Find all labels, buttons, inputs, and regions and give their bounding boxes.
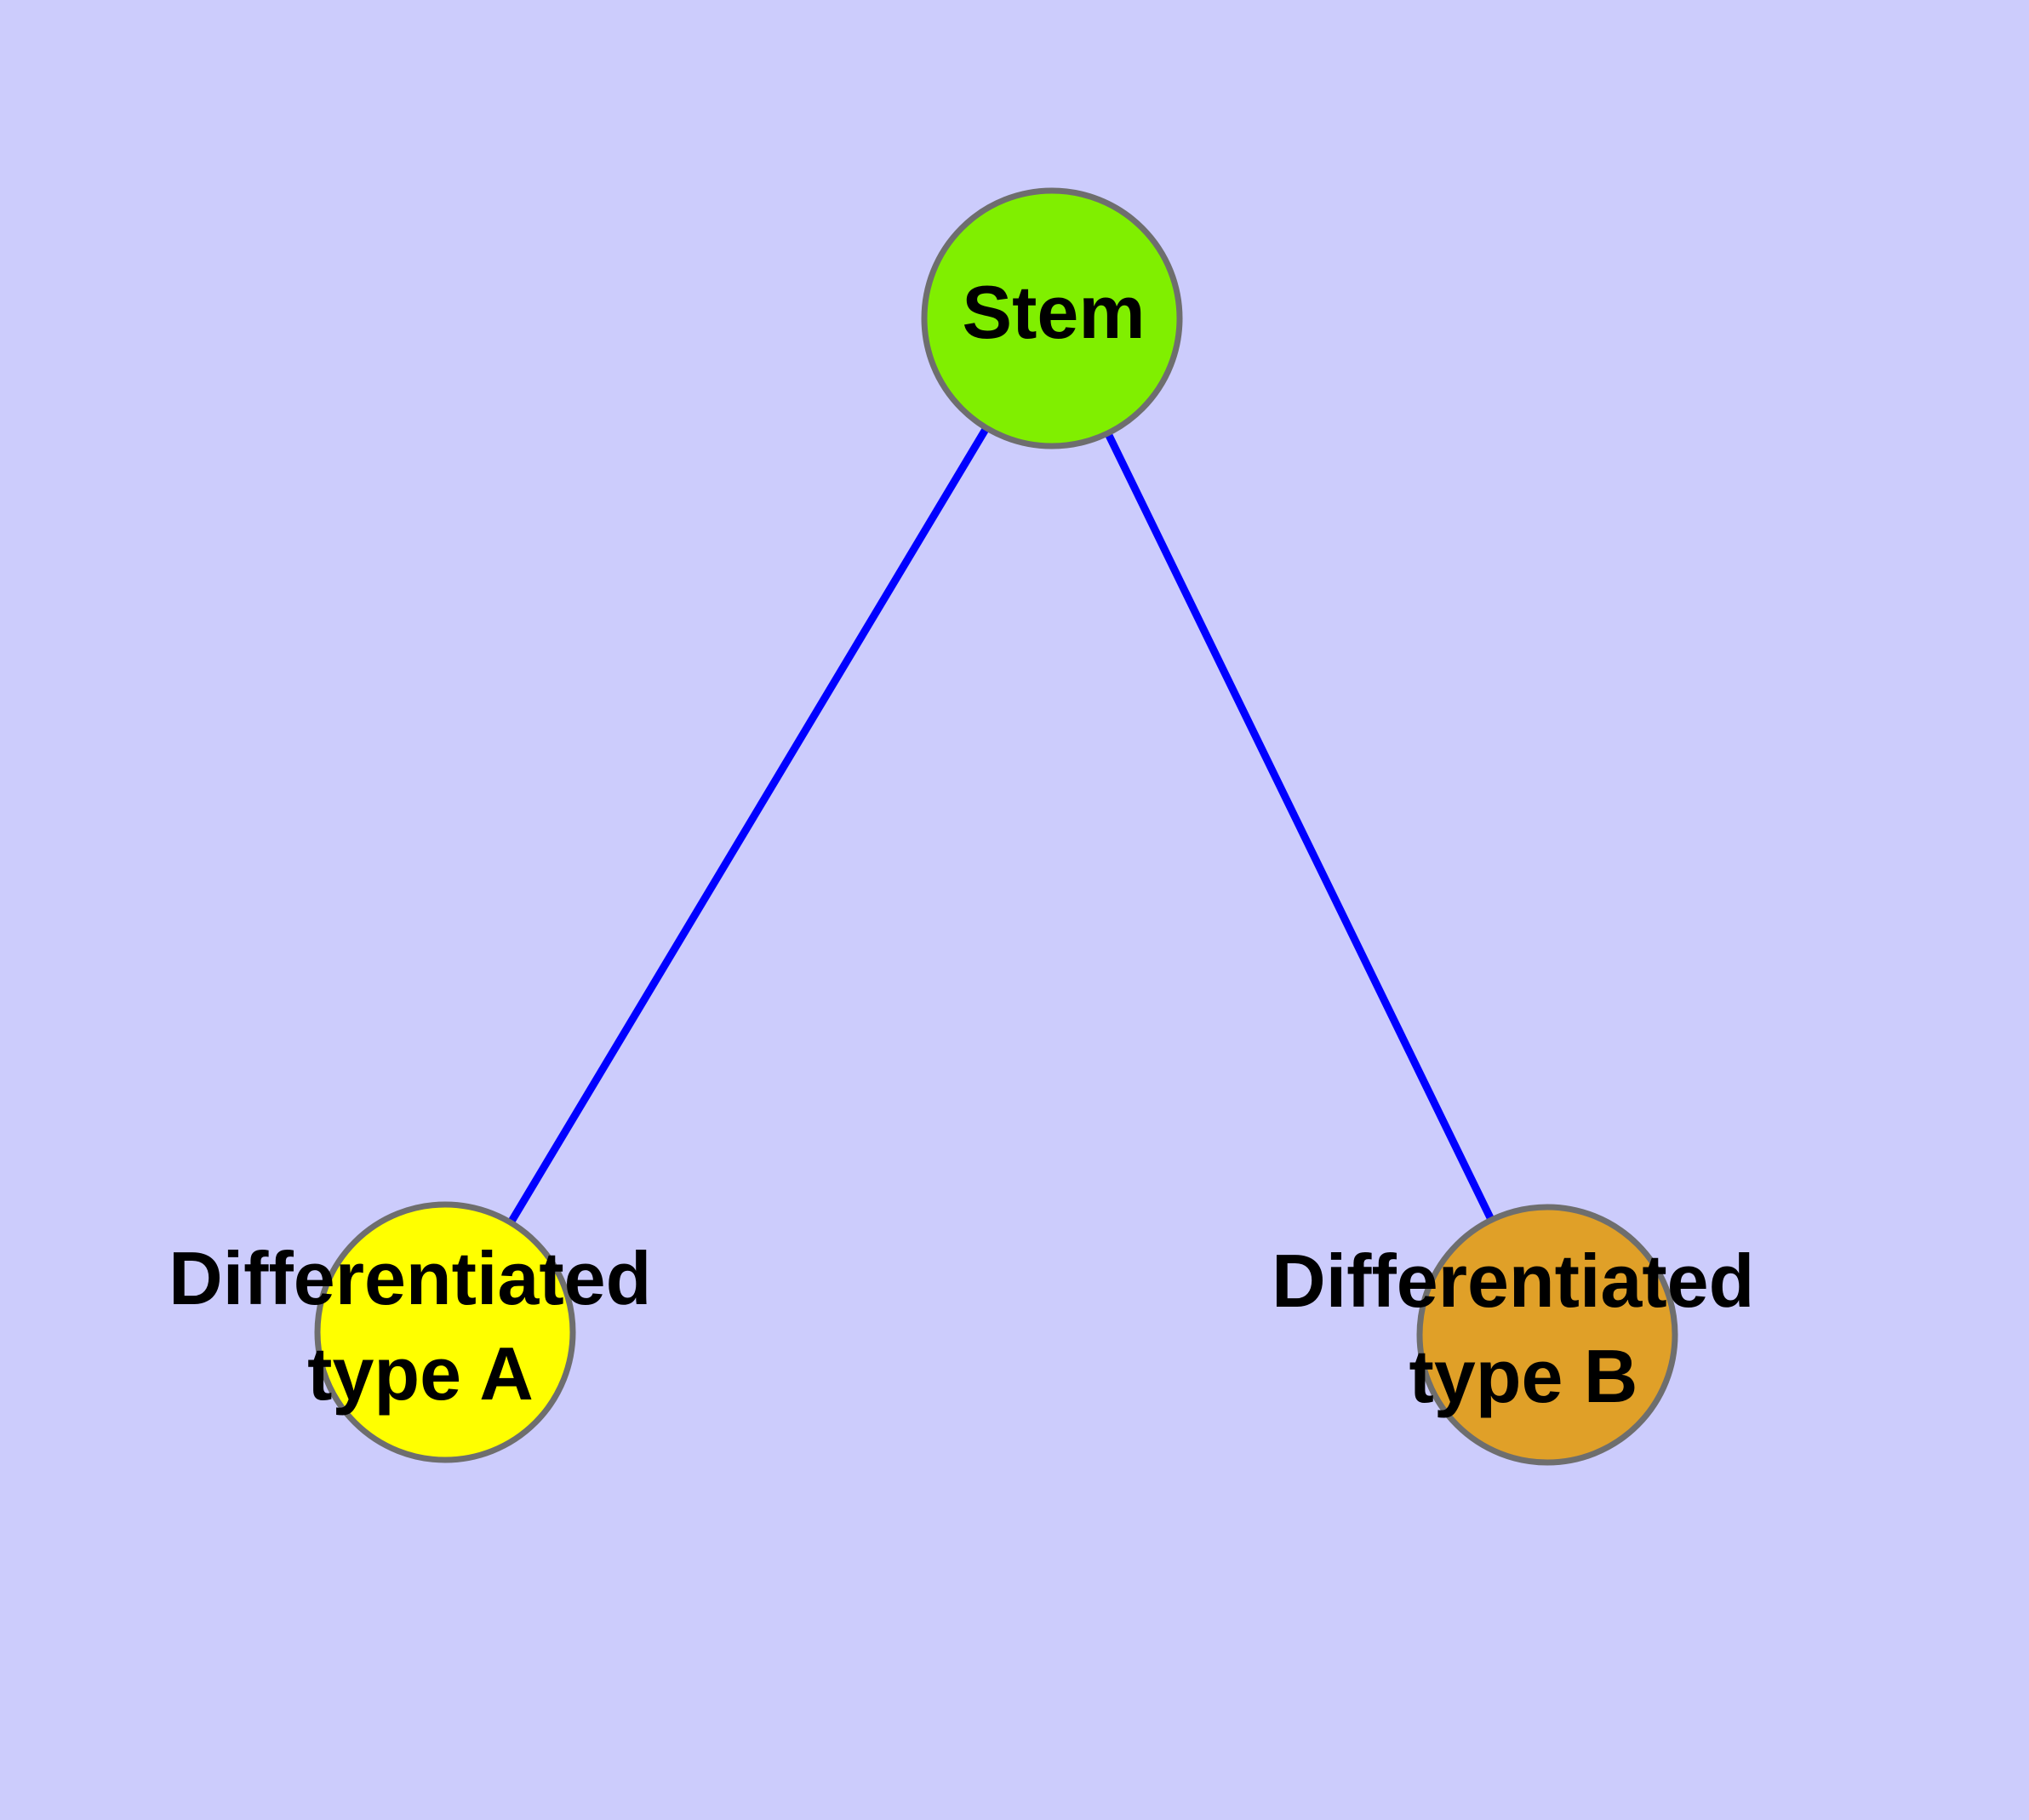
node-label-b-line-1: Differentiated	[1272, 1239, 1754, 1323]
node-label-a-line-2: type A	[307, 1331, 534, 1416]
node-label-stem: Stem	[962, 270, 1145, 354]
edge-stem-to-differentiated-type-b	[1048, 317, 1552, 1336]
node-label-b-line-2: type B	[1409, 1334, 1638, 1418]
node-differentiated-type-a[interactable]	[314, 1201, 576, 1463]
node-differentiated-type-b[interactable]	[1416, 1204, 1678, 1466]
edge-stem-to-differentiated-type-a	[442, 316, 1055, 1335]
node-label-a-line-1: Differentiated	[169, 1236, 651, 1320]
nodes-layer	[314, 187, 1678, 1466]
edges-layer	[442, 316, 1552, 1336]
node-label-differentiated-type-b: Differentiated type B	[1272, 1239, 1775, 1418]
node-label-differentiated-type-a: Differentiated type A	[169, 1236, 672, 1416]
node-stem[interactable]	[921, 187, 1183, 449]
labels-layer: Stem Differentiated type A Differentiate…	[169, 270, 1775, 1418]
node-label-stem-line-1: Stem	[962, 270, 1145, 354]
